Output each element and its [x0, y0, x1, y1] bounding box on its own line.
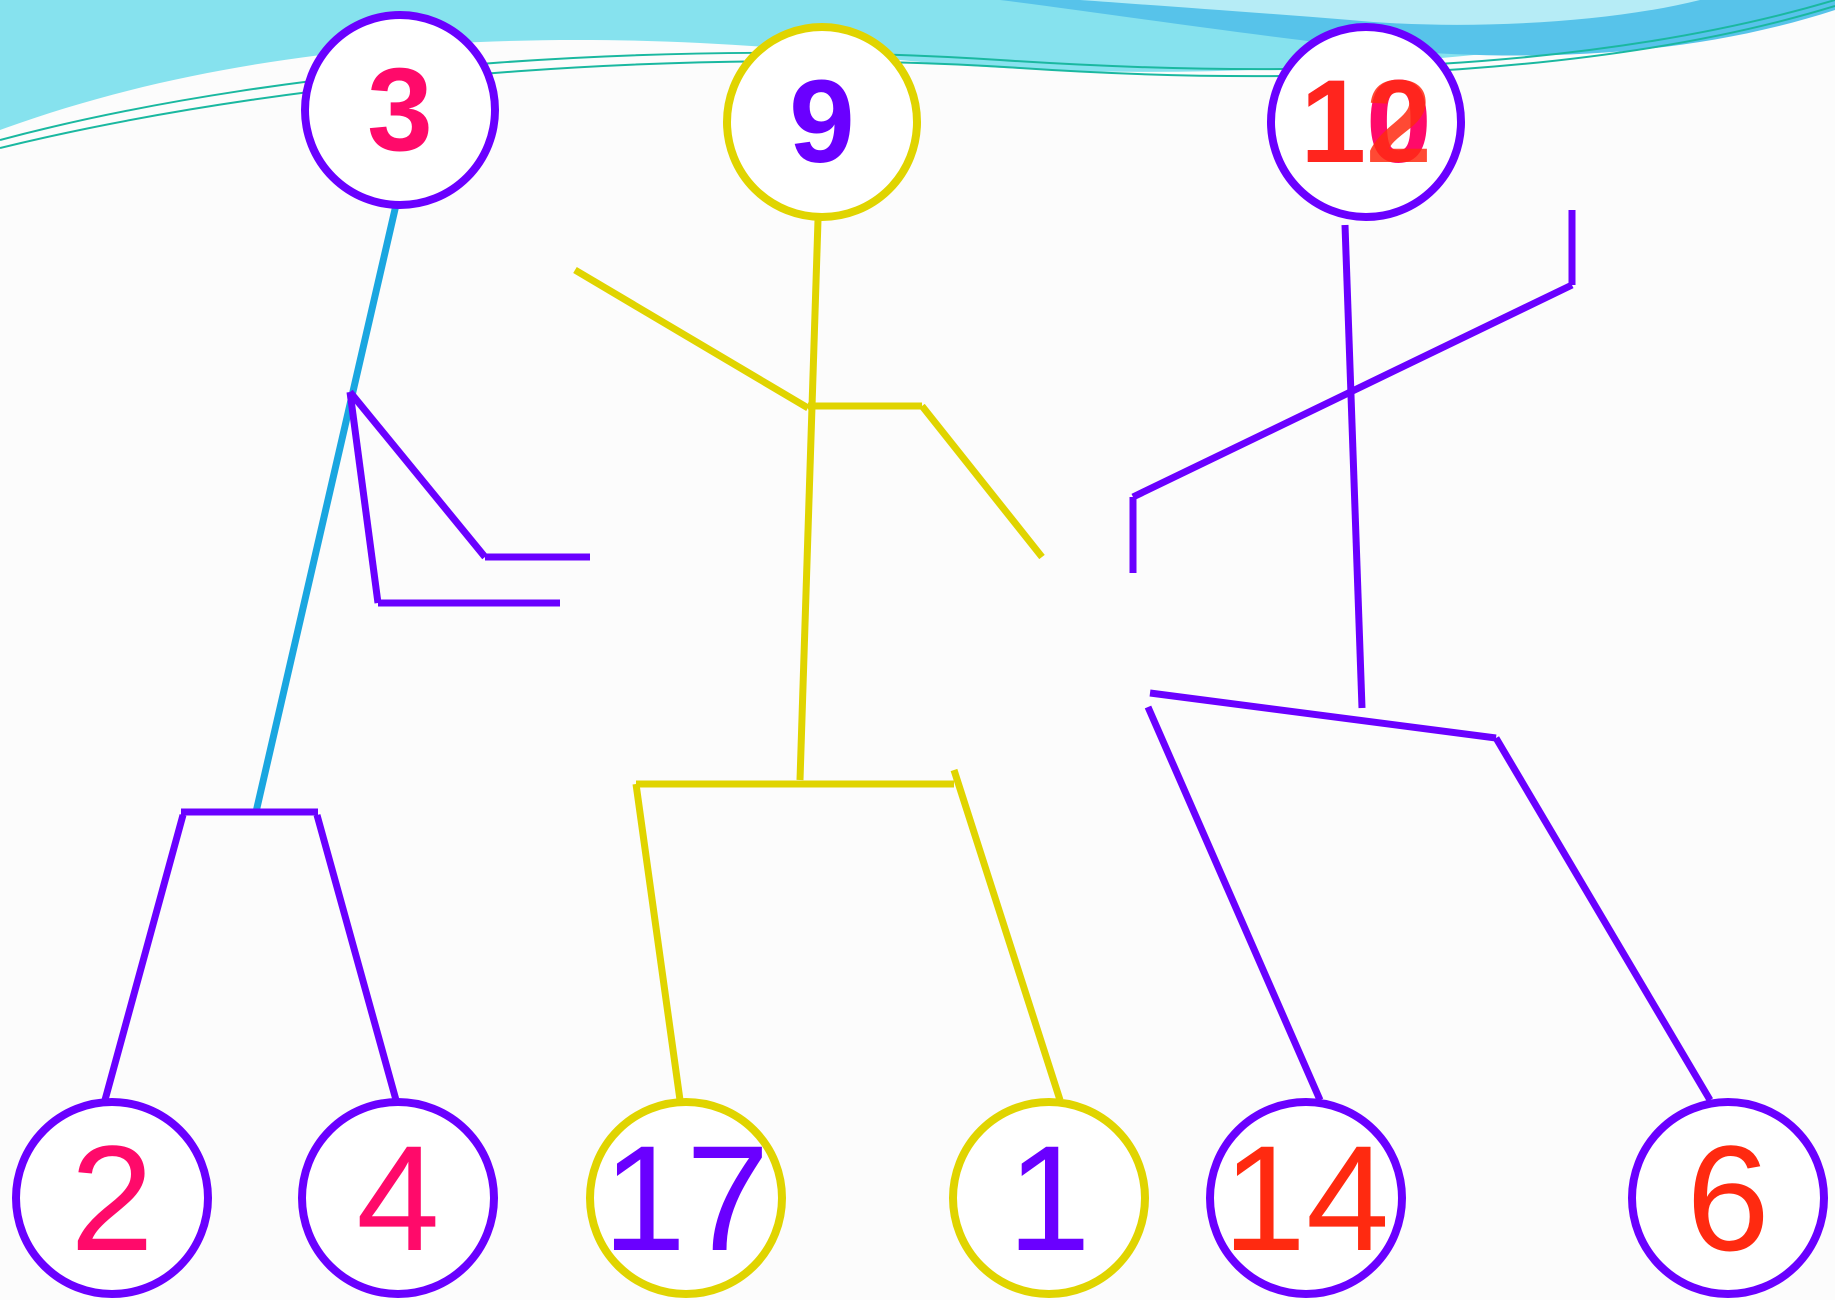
- head-label-12: 12: [1300, 56, 1431, 188]
- foot-node-14: 14: [1210, 1102, 1402, 1294]
- foot-label-17: 17: [603, 1114, 770, 1282]
- body-line: [1345, 225, 1362, 708]
- head-label-9: 9: [789, 56, 855, 188]
- foot-node-2: 2: [16, 1102, 208, 1294]
- foot-label-6: 6: [1686, 1114, 1769, 1282]
- head-node-10-12: 10 12: [1271, 27, 1461, 217]
- foot-label-14: 14: [1223, 1114, 1390, 1282]
- leg-left: [1148, 707, 1320, 1100]
- stick-figure-middle: [575, 220, 1060, 1100]
- arm-right: [922, 406, 1042, 557]
- leg-right: [317, 815, 396, 1100]
- body-line: [800, 220, 818, 780]
- stick-figure-left: [105, 205, 590, 1100]
- hip-bar: [1150, 693, 1496, 738]
- leg-left: [636, 784, 680, 1100]
- arm-left: [575, 270, 808, 408]
- leg-right: [1496, 738, 1710, 1100]
- head-label-3: 3: [367, 44, 433, 176]
- foot-label-1: 1: [1007, 1114, 1090, 1282]
- foot-node-1: 1: [953, 1102, 1145, 1294]
- body-line: [256, 205, 396, 812]
- leg-left: [105, 815, 183, 1100]
- foot-node-17: 17: [590, 1102, 782, 1294]
- foot-label-2: 2: [70, 1114, 153, 1282]
- head-node-9: 9: [727, 27, 917, 217]
- foot-label-4: 4: [356, 1114, 439, 1282]
- stick-figure-right: [1133, 210, 1710, 1100]
- foot-node-4: 4: [302, 1102, 494, 1294]
- foot-node-6: 6: [1632, 1102, 1824, 1294]
- head-node-3: 3: [305, 15, 495, 205]
- leg-right: [954, 770, 1060, 1100]
